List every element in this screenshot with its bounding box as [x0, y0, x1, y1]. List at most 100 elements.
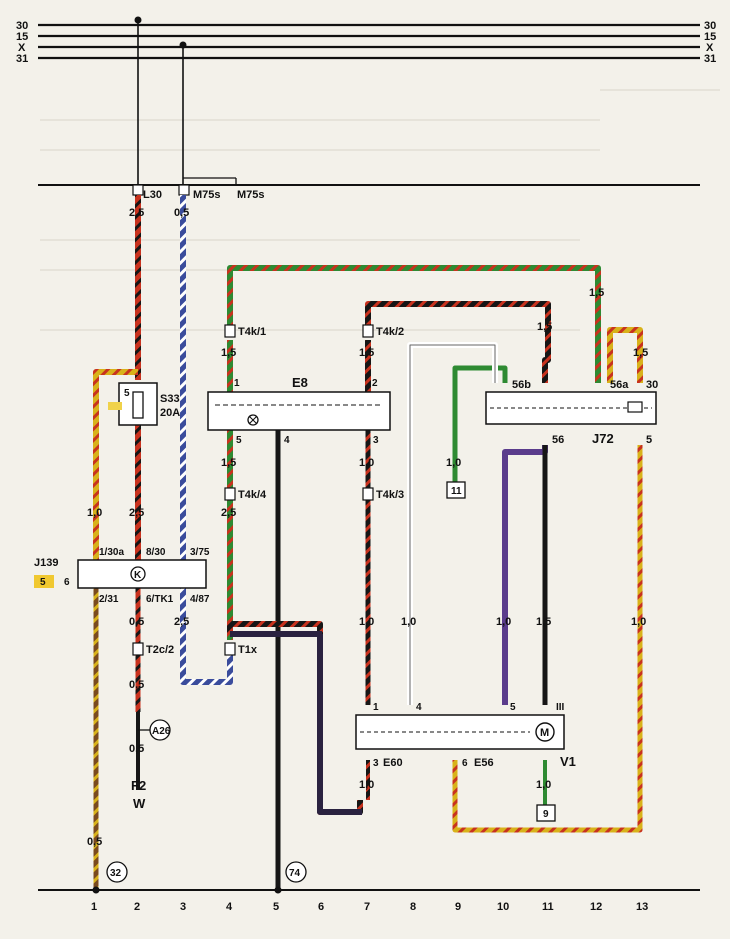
wire-size: 1,0 [631, 616, 646, 628]
bus-label-31-right: 31 [704, 53, 716, 65]
wire-blue-white [180, 588, 233, 685]
track-numbers: 1 2 3 4 5 6 7 8 9 10 11 12 13 [91, 901, 648, 913]
wire-size: 2,5 [129, 207, 144, 219]
connector-icon [132, 642, 144, 656]
e60-label: E60 [383, 757, 403, 769]
j139-pin-1-30a: 1/30a [99, 547, 124, 558]
relay-j72: 56b 56a 30 56 5 J72 [485, 379, 658, 446]
j72-pin-56b: 56b [512, 379, 531, 391]
ground-ref-74: 74 [289, 868, 301, 879]
terminal-m75-b: M75s [237, 189, 265, 201]
j139-center: K [134, 570, 142, 581]
connectors: T4k/1 T4k/2 T4k/4 T4k/3 T2c/2 T1x [132, 324, 404, 656]
wire-red-yellow [93, 369, 138, 560]
track-number: 13 [636, 901, 648, 913]
j72-pin-5: 5 [646, 434, 652, 446]
wire-size: 0,5 [129, 616, 144, 628]
track-number: 11 [542, 901, 554, 913]
e56-pin-3: 3 [373, 758, 379, 769]
wire-size: 1,5 [221, 457, 236, 469]
junction-dot [179, 41, 187, 49]
connector-icon [224, 324, 236, 338]
fuse-highlight [108, 402, 122, 410]
e8-pin-1: 1 [234, 378, 240, 389]
wire-size: 1,0 [536, 779, 551, 791]
wire-size: 1,0 [446, 457, 461, 469]
junction-dot [134, 16, 142, 24]
wire-size: 2,5 [129, 507, 144, 519]
ref-box-9: 9 [543, 809, 549, 820]
ref-box-11: 11 [451, 486, 462, 497]
track-number: 9 [455, 901, 461, 913]
wire-size: 1,5 [589, 287, 604, 299]
wire-size: 1,0 [401, 616, 416, 628]
bus-label-15-left: 15 [16, 31, 28, 43]
page-background [40, 89, 720, 331]
relay-j139: K J139 5 6 1/30a 8/30 3/75 2/31 6/TK1 4/… [34, 547, 210, 605]
wire-size: 1,0 [359, 457, 374, 469]
terminal-l30: L30 [143, 189, 162, 201]
connector-t4k-4: T4k/4 [238, 489, 267, 501]
bus-label-x-right: X [706, 42, 714, 54]
j139-label: J139 [34, 557, 58, 569]
j72-label: J72 [592, 431, 614, 446]
bus-label-15-right: 15 [704, 31, 716, 43]
wire-size: 1,0 [359, 616, 374, 628]
fuse-s33: 5 S33 20A [108, 382, 180, 426]
wire-green [452, 365, 508, 482]
e56-pin-5: 5 [510, 702, 516, 713]
j139-pin-4-87: 4/87 [190, 594, 210, 605]
f2-label: F2 [131, 778, 146, 793]
component-a26: A26 [138, 719, 171, 741]
track-number: 5 [273, 901, 279, 913]
fuse-id: S33 [160, 393, 180, 405]
wire-size: 1,0 [496, 616, 511, 628]
ref-box [446, 481, 466, 499]
e56-pin-iii: III [556, 702, 565, 713]
motor-symbol: M [540, 727, 549, 739]
track-number: 7 [364, 901, 370, 913]
wiper-motor-unit: M 1 4 5 III 3 E60 6 E56 V1 [355, 702, 576, 769]
wire-size: 1,0 [87, 507, 102, 519]
j139-mark-5: 5 [40, 577, 46, 588]
e56-pin-1: 1 [373, 702, 379, 713]
wire-size: 0,5 [129, 743, 144, 755]
track-number: 3 [180, 901, 186, 913]
wire-size: 0,5 [129, 679, 144, 691]
bus-label-31-left: 31 [16, 53, 28, 65]
wire-size-labels: 2,5 0,5 1,5 1,5 1,5 1,0 2,5 1,5 1,5 1,5 … [87, 207, 648, 848]
j139-mark-bg [34, 575, 54, 588]
connector-t4k-3: T4k/3 [376, 489, 404, 501]
wire-violet [502, 445, 548, 705]
wire-size: 0,5 [87, 836, 102, 848]
wire-size: 2,5 [221, 507, 236, 519]
connector-t4k-2: T4k/2 [376, 326, 404, 338]
f2-sub-label: W [133, 796, 146, 811]
fuse-rating: 20A [160, 407, 180, 419]
track-number: 1 [91, 901, 97, 913]
fuse-pin: 5 [124, 388, 130, 399]
switch-e8: E8 1 2 5 4 3 [207, 375, 391, 446]
track-number: 8 [410, 901, 416, 913]
j139-pin-6-tk1: 6/TK1 [146, 594, 174, 605]
e8-label: E8 [292, 375, 308, 390]
ground-ref-icon [106, 861, 128, 883]
wire-size: 2,5 [174, 616, 189, 628]
wire-black-red [365, 301, 551, 383]
motor-icon [535, 722, 555, 742]
bus-label-30-right: 30 [704, 20, 716, 32]
track-number: 2 [134, 901, 140, 913]
connector-icon [224, 642, 236, 656]
track-number: 6 [318, 901, 324, 913]
j72-pin-30: 30 [646, 379, 658, 391]
e8-pin-3: 3 [373, 435, 379, 446]
terminal-m75-a: M75s [193, 189, 221, 201]
e8-pin-4: 4 [284, 435, 290, 446]
a26-label: A26 [152, 726, 171, 737]
e56-pin-4: 4 [416, 702, 422, 713]
wire-yellow-red [607, 327, 643, 383]
wire-size: 1,0 [359, 779, 374, 791]
wire-size: 1,5 [359, 347, 374, 359]
bus-label-30-left: 30 [16, 20, 28, 32]
